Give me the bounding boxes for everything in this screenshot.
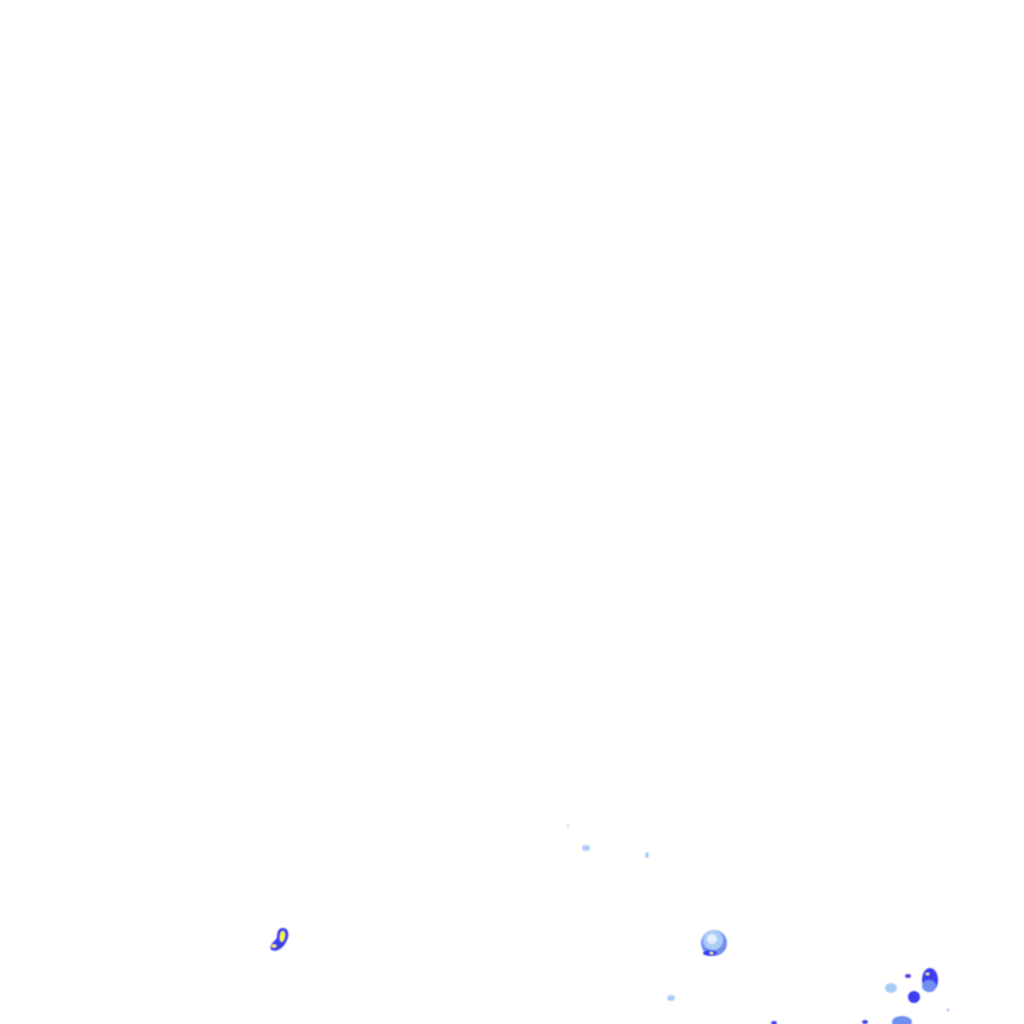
radar-echo-core xyxy=(926,973,929,975)
radar-echo xyxy=(667,995,675,1001)
radar-echo xyxy=(885,983,897,993)
radar-echo xyxy=(771,1021,777,1024)
radar-echo xyxy=(862,1020,868,1024)
radar-echo xyxy=(566,824,570,828)
radar-echo-core xyxy=(271,944,277,948)
radar-echo xyxy=(892,1016,912,1024)
radar-echo xyxy=(908,991,920,1003)
radar-echo xyxy=(582,845,590,851)
radar-echo-core xyxy=(710,952,713,954)
radar-echo xyxy=(707,934,717,944)
radar-echo xyxy=(946,1008,950,1012)
radar-echo-core xyxy=(280,931,285,942)
radar-echo xyxy=(922,980,936,992)
radar-echo xyxy=(905,974,911,978)
radar-echo xyxy=(645,852,649,858)
